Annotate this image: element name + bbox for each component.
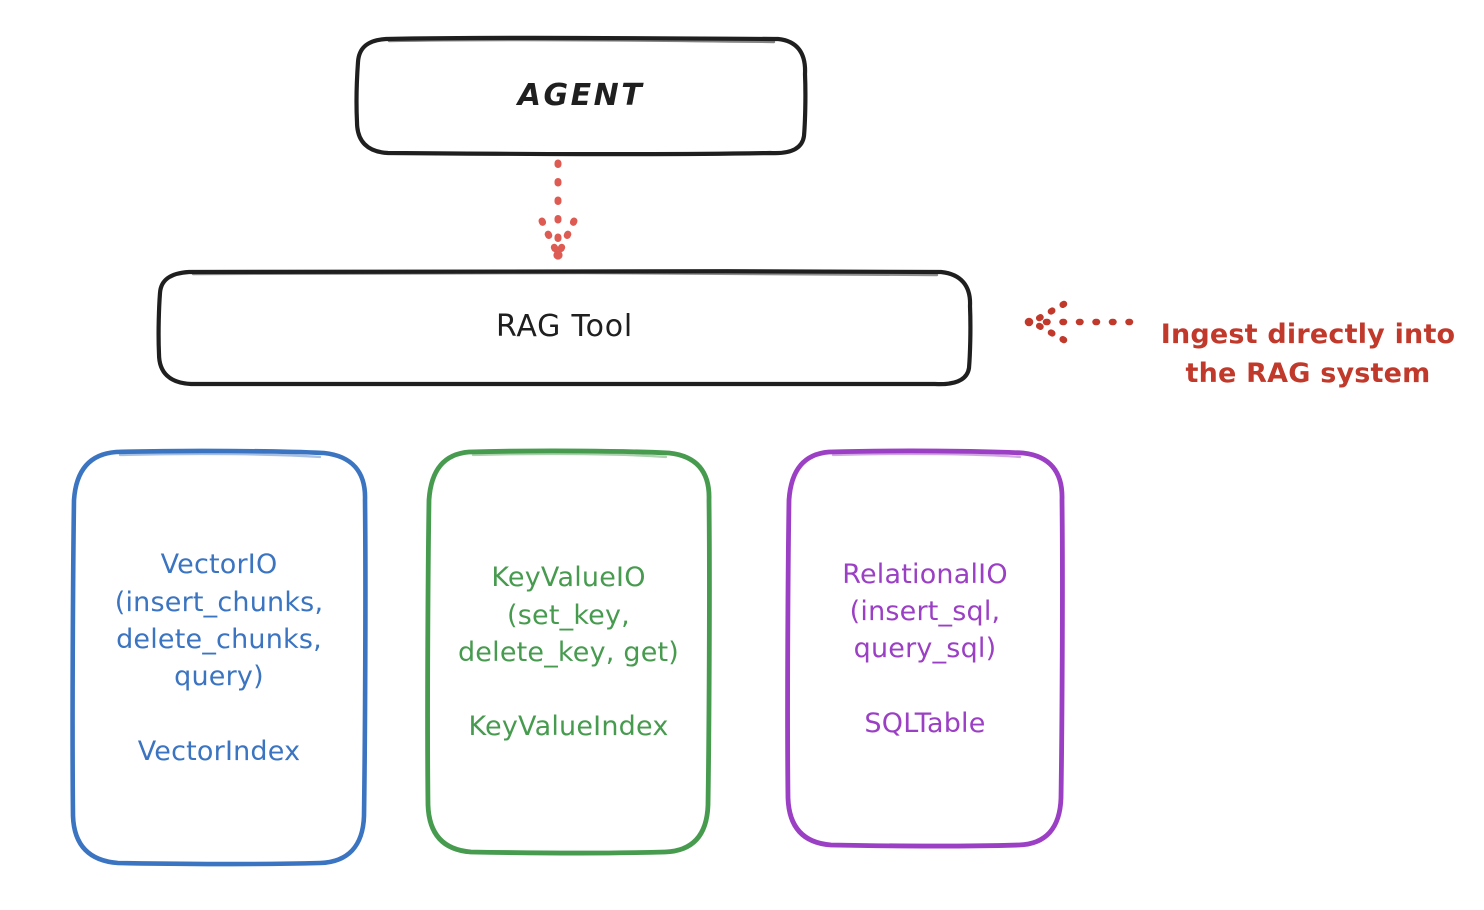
vector-io-label: VectorIO (insert_chunks, delete_chunks, … <box>114 549 324 767</box>
key-value-io-label: KeyValueIO (set_key, delete_key, get) Ke… <box>457 562 680 743</box>
annotation-ingest-line1: Ingest directly into <box>1160 319 1456 351</box>
agent-label: AGENT <box>517 78 645 114</box>
node-agent[interactable]: AGENT <box>354 35 808 157</box>
node-vector-io[interactable]: VectorIO (insert_chunks, delete_chunks, … <box>68 448 370 868</box>
node-relational-io[interactable]: RelationalIO (insert_sql, query_sql) SQL… <box>783 448 1067 850</box>
connector-ingest-to-rag-tool <box>1024 300 1134 344</box>
node-key-value-io[interactable]: KeyValueIO (set_key, delete_key, get) Ke… <box>423 448 714 857</box>
relational-io-label: RelationalIO (insert_sql, query_sql) SQL… <box>842 558 1008 739</box>
arrowhead-left-icon <box>1024 300 1068 344</box>
connector-agent-to-rag-tool <box>538 159 578 260</box>
annotation-ingest-line2: the RAG system <box>1185 357 1431 389</box>
annotation-ingest: Ingest directly into the RAG system <box>1143 278 1473 431</box>
arrowhead-down-icon <box>538 217 578 260</box>
rag-tool-label: RAG Tool <box>495 309 634 345</box>
node-rag-tool[interactable]: RAG Tool <box>155 268 974 388</box>
